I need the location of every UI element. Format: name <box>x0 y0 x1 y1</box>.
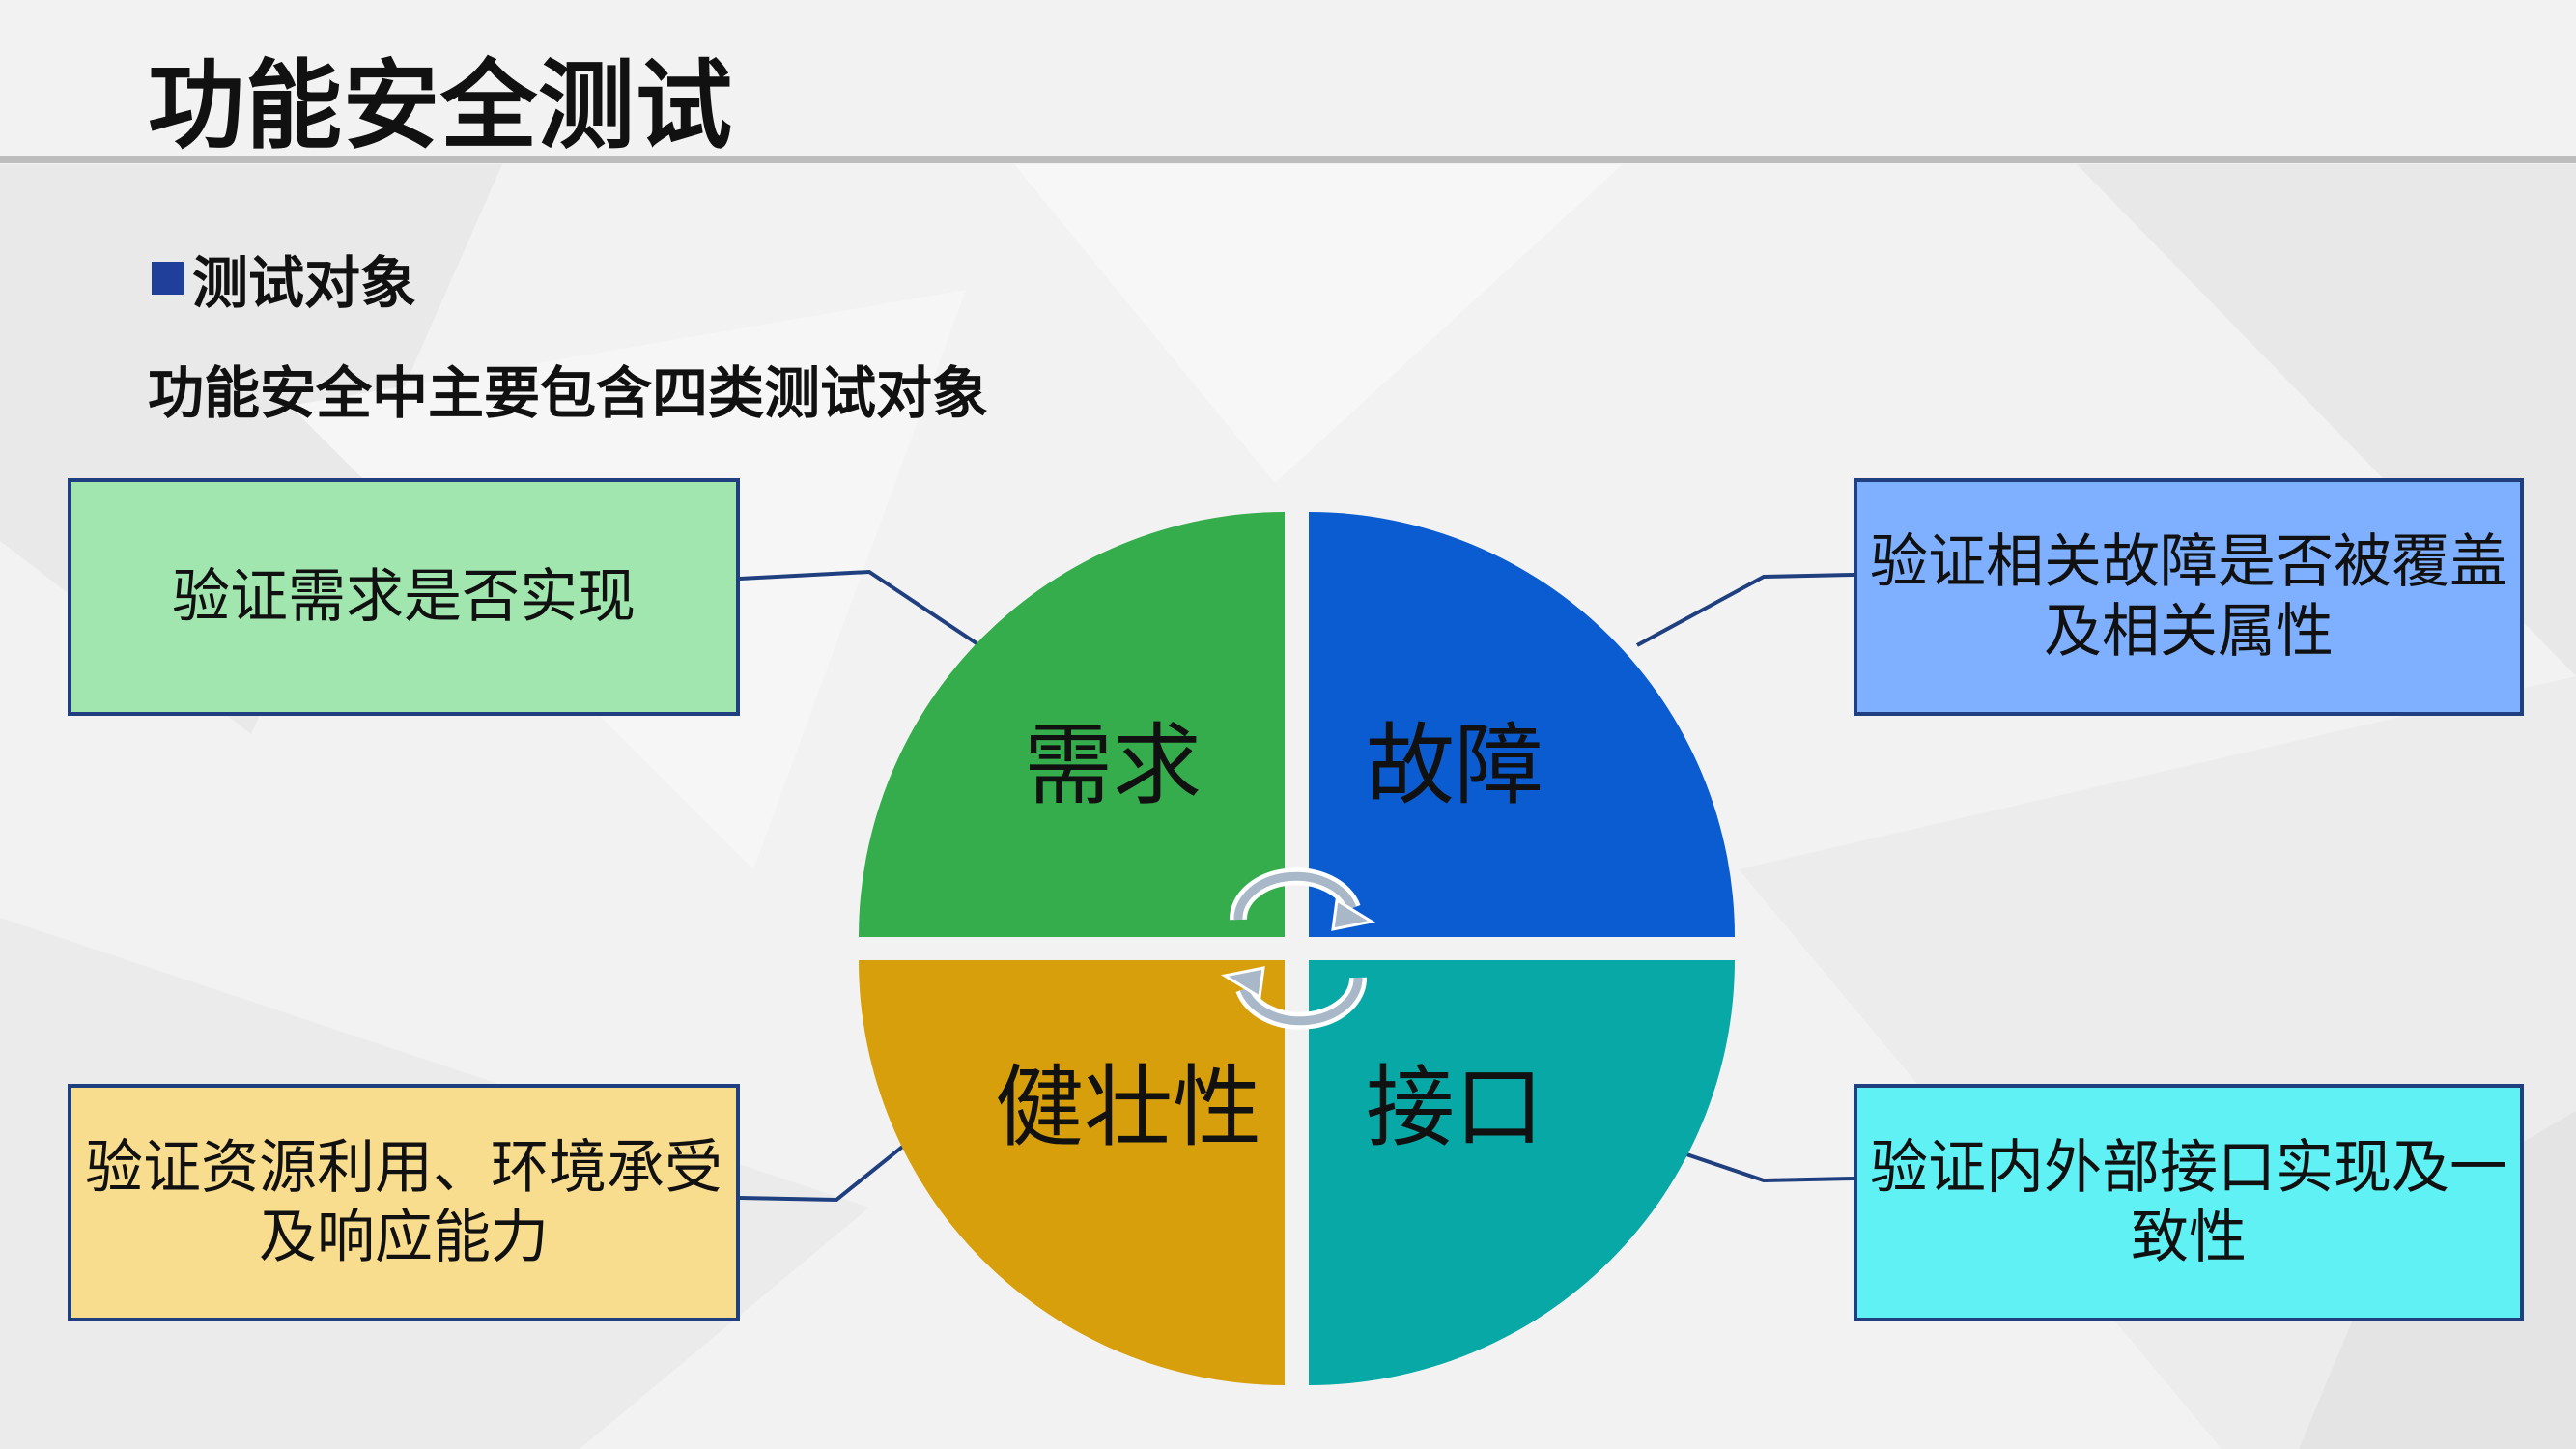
callout-robustness-text: 验证资源利用、环境承受及响应能力 <box>85 1134 722 1271</box>
quadrant-label-fault: 故障 <box>1366 714 1544 817</box>
quadrant-interface <box>1309 960 1735 1385</box>
callout-fault-text: 验证相关故障是否被覆盖及相关属性 <box>1870 528 2507 666</box>
cycle-arrows-icon <box>1220 867 1376 1030</box>
connector-fault <box>1636 573 1854 647</box>
callout-fault: 验证相关故障是否被覆盖及相关属性 <box>1854 478 2524 716</box>
quadrant-label-requirement: 需求 <box>1024 714 1203 817</box>
connector-robustness <box>739 1126 927 1203</box>
square-bullet-icon <box>152 262 184 295</box>
bg-facet <box>1014 164 1623 483</box>
quadrant-fault <box>1309 512 1735 937</box>
callout-interface-text: 验证内外部接口实现及一致性 <box>1870 1134 2507 1271</box>
quadrant-label-robustness: 健壮性 <box>995 1056 1262 1159</box>
section-heading: 测试对象 <box>152 238 416 319</box>
title-divider <box>0 156 2576 163</box>
slide-title: 功能安全测试 <box>148 49 733 162</box>
quadrant-requirement <box>859 512 1285 937</box>
quadrant-robustness <box>859 960 1285 1385</box>
section-heading-text: 测试对象 <box>192 250 417 316</box>
callout-interface: 验证内外部接口实现及一致性 <box>1854 1084 2524 1321</box>
callout-robustness: 验证资源利用、环境承受及响应能力 <box>68 1084 740 1321</box>
connector-requirement <box>739 569 999 659</box>
callout-requirement: 验证需求是否实现 <box>68 478 740 716</box>
quadrant-label-interface: 接口 <box>1366 1056 1544 1159</box>
slide-subtitle: 功能安全中主要包含四类测试对象 <box>148 360 989 426</box>
callout-requirement-text: 验证需求是否实现 <box>172 563 636 631</box>
